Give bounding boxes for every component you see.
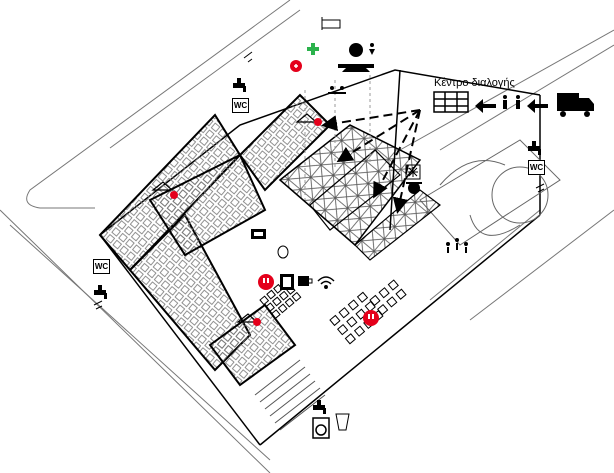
table-cluster-3: [369, 279, 407, 316]
truck-icon: [557, 93, 594, 117]
water-tank-icon: [277, 245, 289, 259]
people-carry-icon: [503, 95, 520, 109]
water-tap-icon: [94, 285, 107, 299]
children-icon: [446, 238, 468, 253]
trash-bin-icon: [335, 413, 350, 431]
snowflake-icon: [405, 164, 421, 180]
tent-icon: [295, 113, 322, 126]
bed-icon: [321, 17, 341, 30]
warehouse-shelves-icon: [433, 91, 469, 113]
distribution-center-label: Κέντρο διαλογής: [434, 77, 515, 89]
water-tap-icon: [233, 78, 246, 92]
reception-desk-icon: [338, 43, 374, 72]
shower-icon: [535, 183, 545, 193]
tent-icon: [236, 313, 261, 326]
laundry-icon: [312, 417, 330, 439]
arrow-left-icon: [475, 99, 496, 113]
power-outlet-icon: [363, 310, 379, 326]
dining-icon: [328, 86, 346, 94]
water-tap-icon: [313, 400, 326, 414]
sports-court: [419, 139, 561, 246]
power-outlet-icon: [258, 274, 274, 290]
distribution-arrows: [321, 109, 421, 214]
tent-block-left: [98, 93, 332, 387]
water-tap-icon: [528, 141, 541, 155]
wc-icon: WC: [93, 259, 110, 274]
wifi-icon: [317, 276, 335, 289]
shower-icon: [243, 51, 253, 63]
cooking-pot-icon: [406, 182, 422, 194]
arrow-left-icon: [527, 99, 548, 113]
wc-icon: WC: [528, 160, 545, 175]
children-icon: [369, 43, 375, 55]
shower-icon: [93, 300, 103, 310]
wc-icon: WC: [232, 98, 249, 113]
tent-icon: [151, 181, 178, 199]
router-icon: [251, 229, 266, 239]
first-aid-icon: [307, 43, 319, 55]
charging-icon: [280, 274, 294, 290]
coffee-icon: [298, 276, 313, 286]
